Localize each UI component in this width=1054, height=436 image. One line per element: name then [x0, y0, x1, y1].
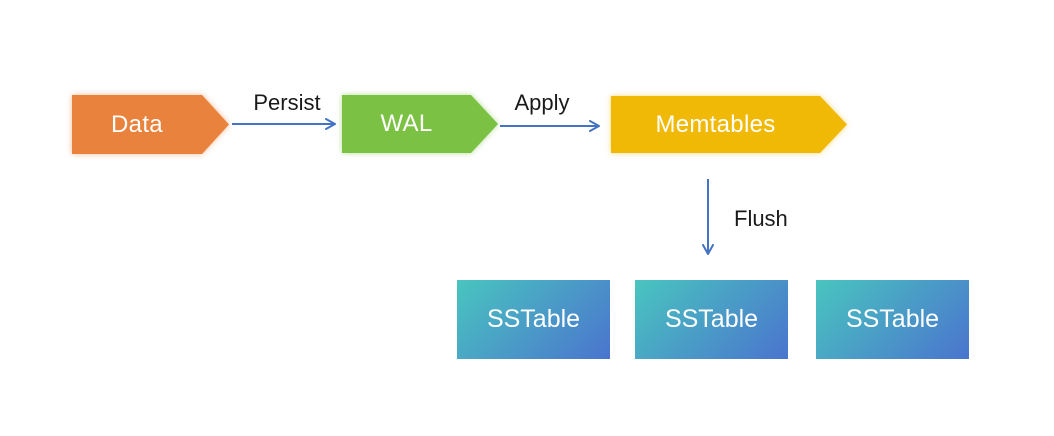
sstable-box-2-label: SSTable: [664, 305, 759, 333]
apply-edge-label: Apply: [514, 90, 570, 115]
memtables-pentagon-shape: Memtables: [611, 96, 847, 153]
node-wal-label: WAL: [380, 110, 433, 137]
sstable-box-1: SSTable: [457, 280, 610, 359]
persist-edge-label: Persist: [253, 90, 321, 115]
flush-edge-label: Flush: [734, 206, 788, 231]
wal-pentagon-shape: WAL: [342, 95, 498, 153]
node-memtables: Memtables: [611, 96, 847, 153]
data-pentagon-shape: Data: [72, 95, 229, 154]
node-memtables-label: Memtables: [655, 110, 776, 138]
node-wal: WAL: [342, 95, 498, 153]
sstable-box-1-label: SSTable: [486, 305, 581, 333]
sstable-box-3-label: SSTable: [845, 305, 940, 333]
node-data: Data: [72, 95, 229, 154]
sstable-box-2: SSTable: [635, 280, 788, 359]
sstable-box-3: SSTable: [816, 280, 969, 359]
node-data-label: Data: [111, 110, 163, 138]
